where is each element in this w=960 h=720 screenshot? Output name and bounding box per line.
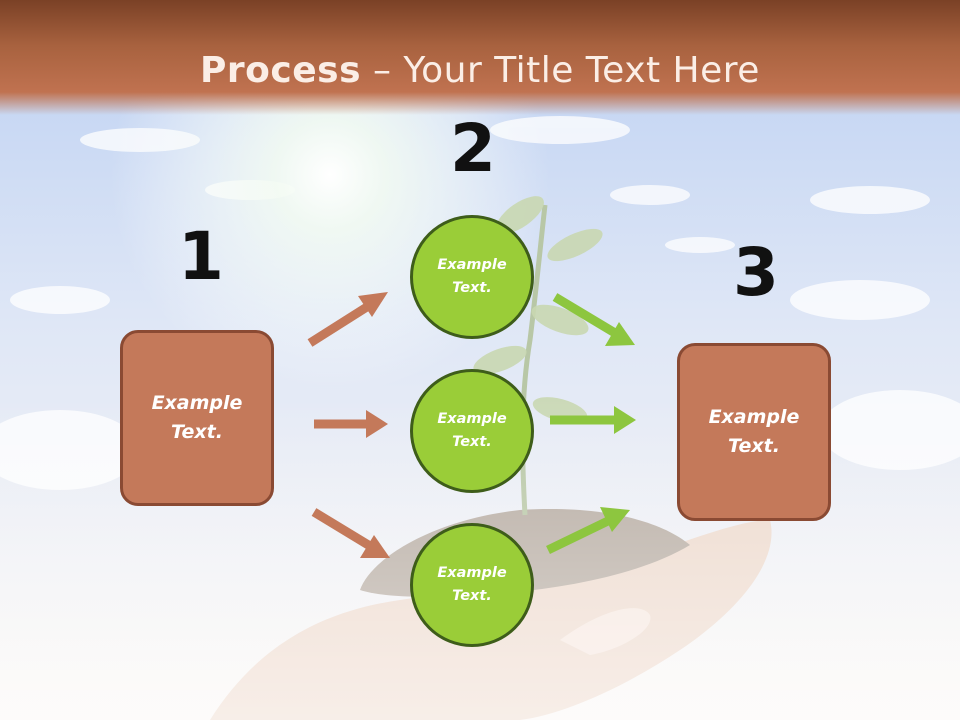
arrow-middle-to-3 bbox=[550, 406, 636, 434]
arrow-bottom-to-3 bbox=[546, 507, 630, 555]
circle-bottom-line2: Text. bbox=[452, 588, 492, 604]
title-bar bbox=[0, 0, 960, 115]
circle-top-line1: Example bbox=[437, 257, 507, 273]
box-1-line1: Example bbox=[151, 392, 243, 414]
arrow-top-to-3 bbox=[552, 293, 635, 346]
box-1-line2: Text. bbox=[171, 421, 223, 443]
title-bold: Process bbox=[200, 50, 362, 91]
step-number-3: 3 bbox=[733, 234, 779, 311]
page-title: Process – Your Title Text Here bbox=[0, 50, 960, 91]
circle-middle-line2: Text. bbox=[452, 434, 492, 450]
step-number-1: 1 bbox=[178, 218, 224, 295]
title-rest: – Your Title Text Here bbox=[361, 50, 760, 91]
box-3-line1: Example bbox=[708, 406, 800, 428]
box-3-line2: Text. bbox=[728, 435, 780, 457]
arrow-1-to-bottom bbox=[311, 508, 390, 558]
step-number-2: 2 bbox=[450, 110, 496, 187]
arrow-1-to-middle bbox=[314, 410, 388, 438]
circle-bottom-line1: Example bbox=[437, 565, 507, 581]
circle-top-line2: Text. bbox=[452, 280, 492, 296]
circle-middle-line1: Example bbox=[437, 411, 507, 427]
arrow-1-to-top bbox=[307, 292, 388, 347]
